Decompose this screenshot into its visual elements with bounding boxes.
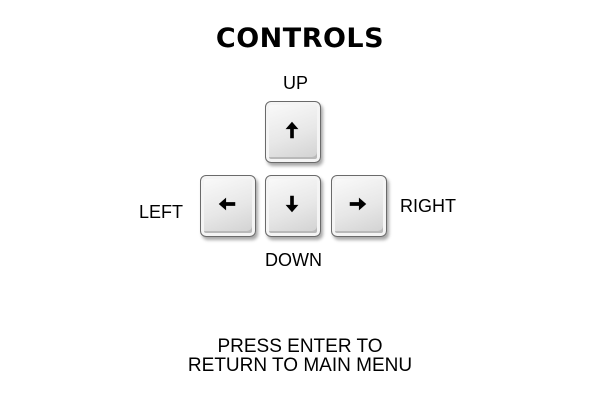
- arrow-down-icon: [285, 195, 299, 213]
- left-arrow-key[interactable]: [200, 175, 256, 237]
- label-right: RIGHT: [400, 196, 456, 216]
- right-arrow-key[interactable]: [331, 175, 387, 237]
- return-prompt-line-2: RETURN TO MAIN MENU: [187, 355, 413, 376]
- arrow-up-icon: [285, 121, 299, 139]
- label-down: DOWN: [265, 250, 322, 270]
- arrow-right-icon: [349, 197, 367, 211]
- label-left: LEFT: [139, 202, 184, 222]
- return-prompt-line-1: PRESS ENTER TO: [217, 336, 383, 357]
- label-up: UP: [283, 73, 309, 93]
- down-arrow-key[interactable]: [265, 175, 321, 237]
- up-arrow-key[interactable]: [265, 101, 321, 163]
- arrow-left-icon: [218, 197, 236, 211]
- screen-title: CONTROLS: [215, 23, 385, 54]
